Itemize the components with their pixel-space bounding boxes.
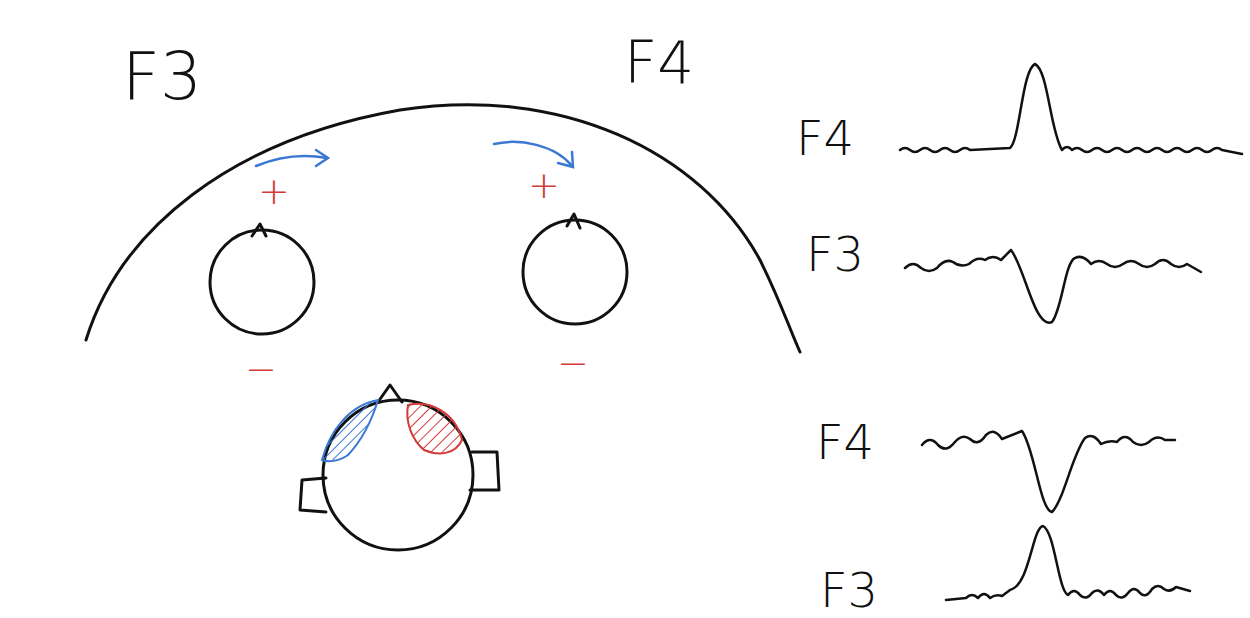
electrode-tip (567, 214, 580, 228)
electrode-name: F4 (624, 34, 694, 92)
waveform-positive (946, 526, 1190, 600)
electrode-name: F3 (122, 44, 202, 110)
channel-name: F4 (816, 418, 874, 466)
arrowhead (558, 152, 573, 167)
electrode-circle (523, 220, 627, 324)
polarity-sign: + (528, 166, 560, 204)
red-source-region (407, 404, 462, 454)
polarity-sign: − (245, 350, 277, 388)
channel-name: F3 (820, 566, 878, 614)
channel-name: F4 (796, 114, 854, 162)
current-arrow (494, 142, 572, 166)
scalp-arc (86, 105, 800, 352)
left-ear (300, 478, 326, 512)
nose (378, 385, 402, 402)
electrode-tip (252, 224, 266, 236)
waveform-positive (900, 64, 1242, 154)
blue-source-region (322, 400, 378, 461)
waveform-negative (922, 431, 1175, 512)
right-ear (470, 452, 499, 490)
head-outline (323, 400, 473, 550)
polarity-sign: − (557, 344, 589, 382)
electrode-circle (210, 230, 314, 334)
arrowhead (316, 150, 328, 166)
polarity-sign: + (258, 172, 290, 210)
waveform-negative (905, 250, 1201, 323)
channel-name: F3 (806, 230, 864, 278)
